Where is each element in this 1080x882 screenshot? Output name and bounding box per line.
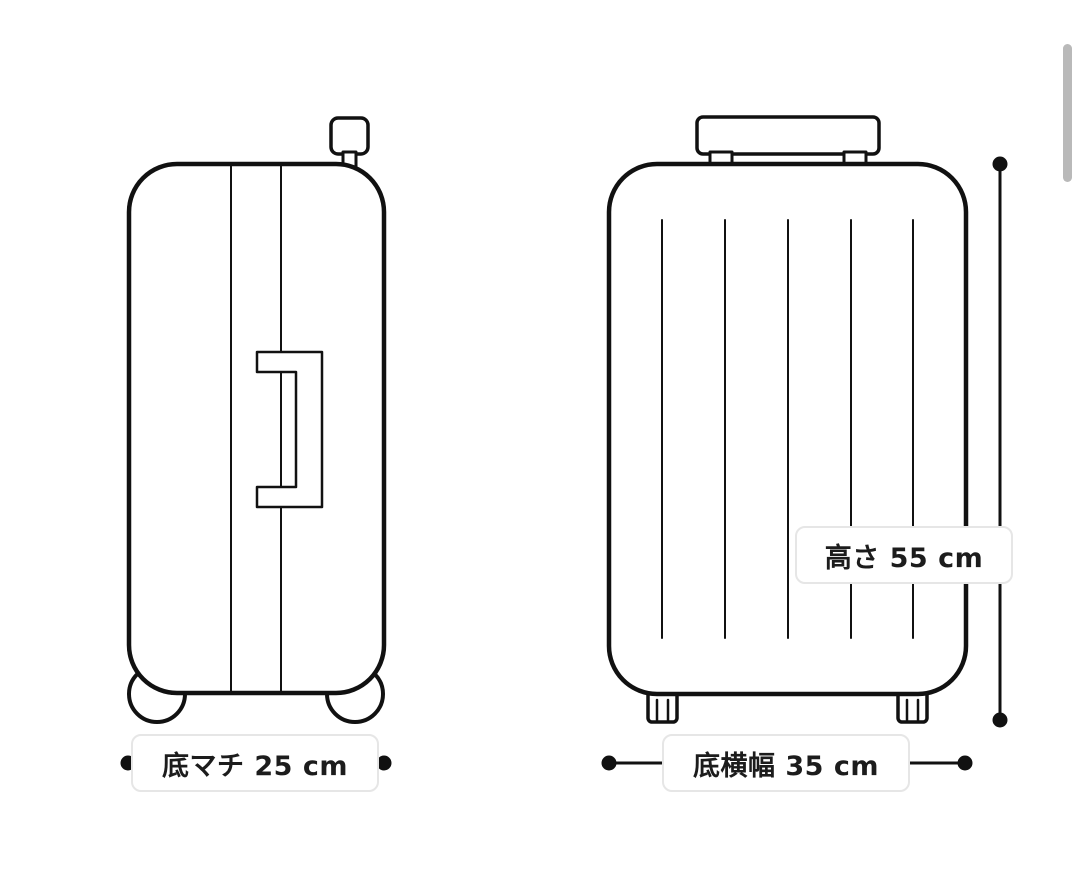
side-carry-handle: [255, 350, 324, 509]
width-dimension-label: 底横幅 35 cm: [662, 734, 910, 792]
depth-dimension-label: 底マチ 25 cm: [131, 734, 379, 792]
vertical-scrollbar[interactable]: [1063, 44, 1072, 182]
side-handle-grip: [329, 116, 370, 156]
dimension-line-height: [992, 156, 1008, 728]
depth-dimension-text: 底マチ 25 cm: [161, 750, 348, 782]
side-view-suitcase: [126, 116, 387, 724]
height-dimension-text: 高さ 55 cm: [824, 542, 984, 574]
height-dimension-label: 高さ 55 cm: [795, 526, 1013, 584]
side-body: [126, 161, 387, 696]
width-dimension-text: 底横幅 35 cm: [692, 750, 879, 782]
front-view-suitcase: [606, 115, 969, 724]
front-handle-grip: [695, 115, 881, 156]
